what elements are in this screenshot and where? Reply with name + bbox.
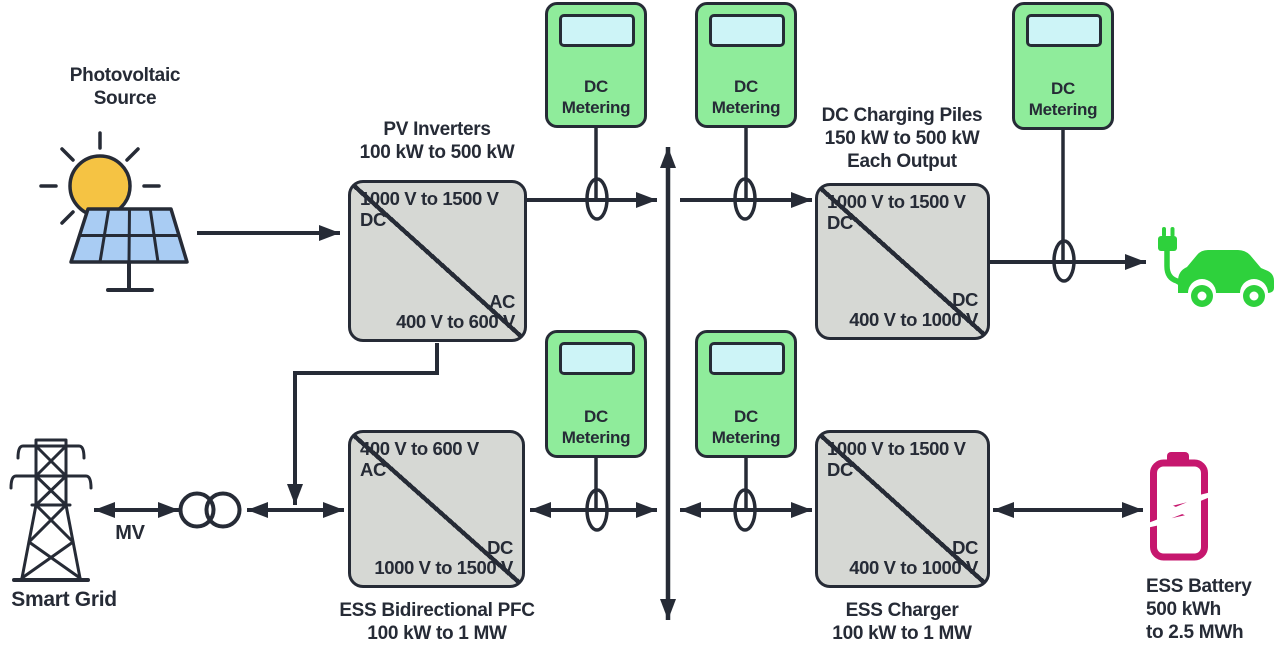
dc-charging-piles-input-label: 1000 V to 1500 V DC [827,191,966,233]
dc-meter-4: DC Metering [545,330,647,458]
dc-meter-3: DC Metering [1012,2,1114,130]
current-sensor-icon [733,488,757,532]
wire-inverter-ac-elbow [287,343,439,505]
ess-pfc-title: ESS Bidirectional PFC 100 kW to 1 MW [339,600,535,645]
charging-plug-icon [1158,227,1185,287]
pv-source-label: Photovoltaic Source [69,65,181,110]
current-sensor-icon [585,177,609,221]
ess-charger-title: ESS Charger 100 kW to 1 MW [832,600,972,645]
converter-ess-charger: 1000 V to 1500 V DC DC 400 V to 1000 V [815,430,990,588]
current-sensor-icon [1052,239,1076,283]
pv-inverters-title: PV Inverters 100 kW to 500 kW [359,119,515,164]
current-sensor-icon [585,488,609,532]
battery-icon [1144,452,1214,561]
ess-battery-label: ESS Battery 500 kWh to 2.5 MWh [1146,576,1252,644]
dc-charging-piles-output-label: DC 400 V to 1000 V [849,288,978,331]
ess-pfc-input-label: 400 V to 600 V AC [360,438,479,480]
dc-meter-2: DC Metering [695,2,797,128]
smart-grid-label: Smart Grid [11,588,117,611]
meter-screen [1026,14,1102,47]
meter-label: DC Metering [561,406,631,447]
transformer-icon [178,491,242,529]
solar-panel-icon [69,207,189,292]
pv-inverters-input-label: 1000 V to 1500 V DC [360,188,499,230]
ess-charger-output-label: DC 400 V to 1000 V [849,536,978,579]
converter-ess-pfc: 400 V to 600 V AC DC 1000 V to 1500 V [348,430,525,588]
current-sensor-icon [733,177,757,221]
dc-charging-piles-title: DC Charging Piles 150 kW to 500 kW Each … [821,105,983,173]
meter-label: DC Metering [711,76,781,117]
ess-pfc-output-label: DC 1000 V to 1500 V [374,536,513,579]
wires [94,128,1146,620]
meter-label: DC Metering [561,76,631,117]
meter-label: DC Metering [711,406,781,447]
mv-link-label: MV [115,522,145,544]
ess-charger-input-label: 1000 V to 1500 V DC [827,438,966,480]
meter-screen [559,342,635,375]
current-sensors [585,177,1076,532]
meter-screen [559,14,635,47]
dc-meter-5: DC Metering [695,330,797,458]
transmission-tower-icon [9,438,93,582]
meter-screen [709,14,785,47]
converter-pv-inverters: 1000 V to 1500 V DC AC 400 V to 600 V [348,180,527,342]
ev-car-icon [1158,227,1274,307]
meter-screen [709,342,785,375]
converter-dc-charging-piles: 1000 V to 1500 V DC DC 400 V to 1000 V [815,183,990,340]
pv-inverters-output-label: AC 400 V to 600 V [396,290,515,333]
lightning-bolt-icon [1144,492,1214,528]
meter-label: DC Metering [1028,78,1098,119]
dc-meter-1: DC Metering [545,2,647,128]
